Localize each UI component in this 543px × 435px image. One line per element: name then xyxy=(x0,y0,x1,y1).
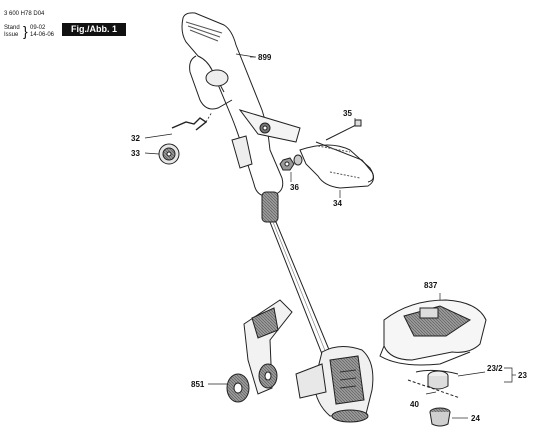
part-label-24: 24 xyxy=(471,414,480,423)
part-label-23: 23 xyxy=(518,371,527,380)
part-label-35: 35 xyxy=(343,109,352,118)
protective-guard xyxy=(379,299,487,366)
issue-label: Issue xyxy=(4,32,19,38)
stand-label: Stand xyxy=(4,25,20,31)
spring-clip xyxy=(171,111,213,131)
auxiliary-handle xyxy=(299,141,374,189)
upper-handle-frame xyxy=(181,12,301,223)
part-label-33: 33 xyxy=(131,149,140,158)
part-label-36: 36 xyxy=(290,183,299,192)
part-label-851: 851 xyxy=(191,380,205,389)
spool-assembly xyxy=(407,369,461,427)
document-number: 3 600 H78 D04 xyxy=(4,11,45,17)
revision-code: 09-02 xyxy=(30,25,46,31)
part-label-34: 34 xyxy=(333,199,342,208)
screw xyxy=(325,119,362,141)
wheel-guide-assembly xyxy=(226,299,293,403)
switch-knob xyxy=(158,143,180,165)
telescopic-shaft xyxy=(269,221,331,355)
issue-date: 14-06-06 xyxy=(30,32,55,38)
part-label-23-2: 23/2 xyxy=(487,364,503,373)
figure-tab: Fig./Abb. 1 xyxy=(62,23,126,36)
motor-head xyxy=(295,346,374,423)
nut xyxy=(279,154,303,171)
header-brace: } xyxy=(23,23,28,39)
leader-lines xyxy=(144,53,516,419)
part-label-899: 899 xyxy=(258,53,272,62)
part-label-40: 40 xyxy=(410,400,419,409)
part-label-837: 837 xyxy=(424,281,438,290)
part-label-32: 32 xyxy=(131,134,140,143)
